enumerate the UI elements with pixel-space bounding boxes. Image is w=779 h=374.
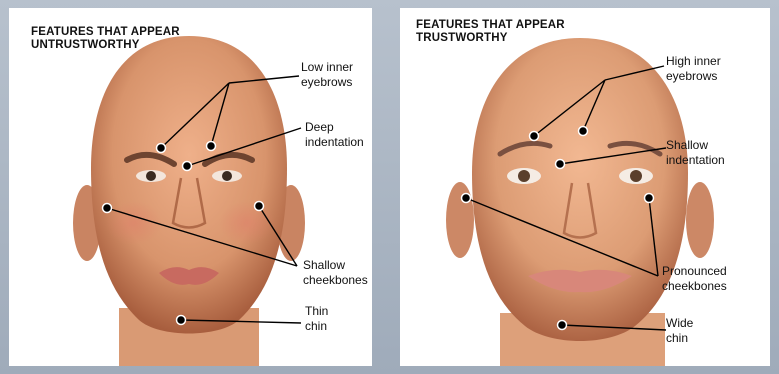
label-shallow-indentation: Shallow indentation [666, 138, 725, 168]
label-wide-chin: Wide chin [666, 316, 693, 346]
label-line: Shallow [666, 138, 725, 153]
label-line: Low inner [301, 60, 353, 75]
label-line: Pronounced [662, 264, 727, 279]
label-line: eyebrows [301, 75, 353, 90]
label-line: cheekbones [662, 279, 727, 294]
marker-low-inner-eyebrow-left [157, 144, 166, 153]
marker-pronounced-cheekbone-right [645, 194, 654, 203]
untrustworthy-panel: FEATURES THAT APPEAR UNTRUSTWORTHY Low i… [9, 8, 372, 366]
marker-pronounced-cheekbone-left [462, 194, 471, 203]
panel-title-trustworthy: FEATURES THAT APPEAR TRUSTWORTHY [416, 19, 565, 45]
marker-shallow-cheekbone-right [255, 202, 264, 211]
title-line-2: UNTRUSTWORTHY [31, 39, 180, 52]
marker-low-inner-eyebrow-right [207, 142, 216, 151]
label-pronounced-cheekbones: Pronounced cheekbones [662, 264, 727, 294]
label-line: Shallow [303, 258, 368, 273]
title-line-2: TRUSTWORTHY [416, 32, 565, 45]
label-high-inner-eyebrows: High inner eyebrows [666, 54, 721, 84]
marker-high-inner-eyebrow-right [579, 127, 588, 136]
label-line: cheekbones [303, 273, 368, 288]
panel-title-untrustworthy: FEATURES THAT APPEAR UNTRUSTWORTHY [31, 26, 180, 52]
title-line-1: FEATURES THAT APPEAR [416, 19, 565, 32]
label-line: indentation [666, 153, 725, 168]
marker-deep-indentation [183, 162, 192, 171]
label-deep-indentation: Deep indentation [305, 120, 364, 150]
marker-shallow-indentation [556, 160, 565, 169]
label-low-inner-eyebrows: Low inner eyebrows [301, 60, 353, 90]
marker-shallow-cheekbone-left [103, 204, 112, 213]
label-line: chin [666, 331, 693, 346]
trustworthy-panel: FEATURES THAT APPEAR TRUSTWORTHY High in… [400, 8, 770, 366]
marker-wide-chin [558, 321, 567, 330]
title-line-1: FEATURES THAT APPEAR [31, 26, 180, 39]
label-shallow-cheekbones: Shallow cheekbones [303, 258, 368, 288]
marker-high-inner-eyebrow-left [530, 132, 539, 141]
label-line: High inner [666, 54, 721, 69]
marker-thin-chin [177, 316, 186, 325]
label-thin-chin: Thin chin [305, 304, 328, 334]
label-line: indentation [305, 135, 364, 150]
label-line: eyebrows [666, 69, 721, 84]
label-line: Thin [305, 304, 328, 319]
head [472, 38, 688, 341]
label-line: chin [305, 319, 328, 334]
label-line: Deep [305, 120, 364, 135]
label-line: Wide [666, 316, 693, 331]
